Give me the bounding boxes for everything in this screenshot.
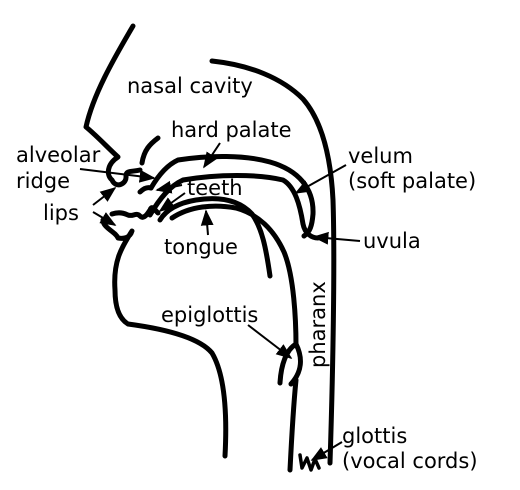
pharynx-front-wall <box>169 203 299 349</box>
label-epiglottis: epiglottis <box>161 303 258 327</box>
palate-roof-outline <box>139 135 316 239</box>
label-glottis-line1: glottis <box>342 424 407 448</box>
velum-outline <box>147 173 321 241</box>
glottis-pointer <box>310 441 343 461</box>
label-pharanx: pharanx <box>306 281 330 368</box>
label-velum-line2: (soft palate) <box>348 169 476 193</box>
label-tongue: tongue <box>164 235 238 259</box>
label-hard-palate: hard palate <box>171 118 292 142</box>
lower-face-outline <box>100 217 229 459</box>
label-uvula: uvula <box>363 229 421 253</box>
epiglottis-pointer <box>247 324 293 359</box>
lips-pointer-1 <box>92 187 117 206</box>
label-alveolar-ridge-line2: ridge <box>16 169 70 193</box>
velum-pointer <box>294 164 347 194</box>
label-nasal-cavity: nasal cavity <box>127 74 253 98</box>
alveolar-ridge-pointer <box>79 168 156 183</box>
teeth-pointer-1 <box>155 180 183 194</box>
uvula-pointer <box>312 231 361 245</box>
epiglottis-outline <box>277 341 303 387</box>
larynx-wall <box>287 377 299 473</box>
hard-palate-pointer <box>203 142 221 169</box>
tongue-pointer <box>200 209 214 236</box>
label-alveolar-ridge-line1: alveolar <box>16 143 101 167</box>
face-profile-outline <box>83 23 143 188</box>
label-glottis-line2: (vocal cords) <box>342 449 478 473</box>
label-teeth: teeth <box>187 176 243 200</box>
label-velum-line1: velum <box>348 144 413 168</box>
lips-pointer-2 <box>92 211 117 226</box>
label-lips: lips <box>43 201 79 225</box>
teeth-pointer-2 <box>158 192 186 212</box>
